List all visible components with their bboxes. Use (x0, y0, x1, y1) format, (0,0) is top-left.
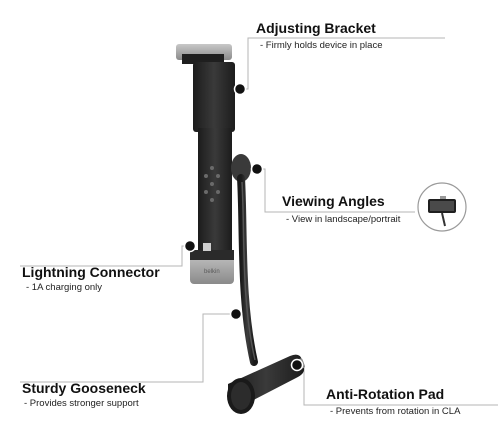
leader-line-sturdy-gooseneck (20, 313, 236, 383)
top-bracket-clip (182, 54, 224, 64)
brand-mark: belkin (204, 269, 220, 275)
marker-viewing-angles (250, 162, 264, 176)
sturdy-gooseneck-description: - Provides stronger support (24, 398, 139, 409)
marker-sturdy-gooseneck (229, 307, 243, 321)
sturdy-gooseneck-title: Sturdy Gooseneck (22, 380, 146, 396)
plug-base-rim (231, 382, 251, 410)
anti-rotation-pad-title: Anti-Rotation Pad (326, 386, 445, 402)
gooseneck-highlight (241, 181, 256, 361)
vent-dots (204, 166, 220, 202)
connector-cradle (190, 250, 234, 260)
leader-line-lightning-connector (20, 245, 190, 267)
cla-plug (227, 354, 305, 414)
marker-dots (183, 82, 304, 372)
lightning-connector-title: Lightning Connector (22, 264, 160, 280)
phone-mount: belkin (176, 44, 251, 284)
upper-sleeve (193, 62, 235, 132)
lightning-plug (203, 243, 211, 251)
gooseneck (237, 174, 258, 366)
marker-adjusting-bracket (233, 82, 247, 96)
pivot-joint (231, 154, 251, 182)
marker-lightning-connector (183, 239, 197, 253)
marker-anti-rotation-pad (290, 358, 304, 372)
viewing-angles-description: - View in landscape/portrait (286, 214, 401, 225)
adjusting-bracket-title: Adjusting Bracket (256, 20, 376, 36)
viewing-angles-inset (417, 182, 467, 232)
anti-rotation-pad-description: - Prevents from rotation in CLA (330, 406, 461, 417)
lightning-connector-description: - 1A charging only (26, 282, 103, 293)
viewing-angles-title: Viewing Angles (282, 193, 385, 209)
main-spine (198, 128, 232, 250)
adjusting-bracket-description: - Firmly holds device in place (260, 40, 383, 51)
